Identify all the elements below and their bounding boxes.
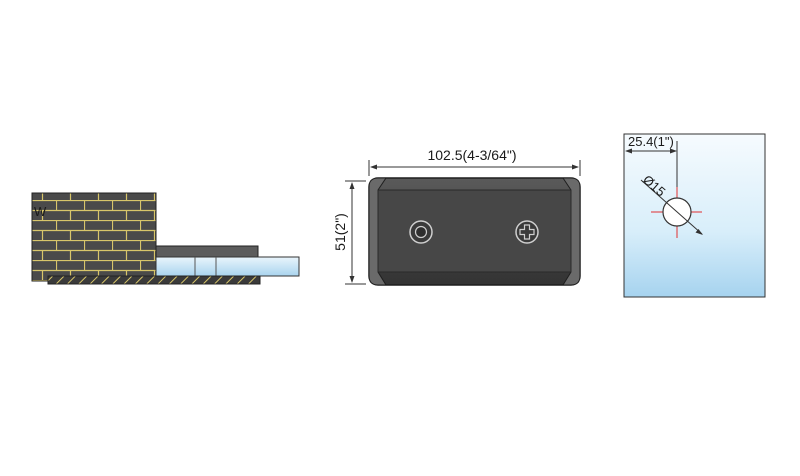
- hinge-bottom-plate: [47, 275, 261, 285]
- glass-detail: 25.4(1") Ø15: [623, 133, 766, 298]
- glass-pane: [623, 133, 766, 298]
- plate-face: [377, 189, 572, 273]
- diameter-leader: [640, 179, 703, 235]
- hinge-side-body: [155, 245, 259, 258]
- side-view: W: [31, 192, 300, 285]
- height-dimension-label: 51(2"): [332, 213, 348, 251]
- height-arrow-top: [349, 182, 355, 189]
- width-arrow-left: [370, 164, 377, 170]
- offset-dimension-label: 25.4(1"): [628, 134, 674, 149]
- screw-head-icon: [515, 220, 539, 244]
- front-view: 102.5(4-3/64") 51(2"): [332, 147, 581, 286]
- offset-arrow-left: [625, 148, 632, 154]
- wall-marker-label: W: [34, 204, 47, 219]
- hole-inner-icon: [414, 225, 428, 239]
- brick-wall: [31, 192, 157, 282]
- width-arrow-right: [572, 164, 579, 170]
- offset-arrow-right: [670, 148, 677, 154]
- glass-panel-side: [155, 256, 300, 277]
- phillips-cross-icon: [519, 224, 535, 240]
- width-dimension-label: 102.5(4-3/64"): [427, 147, 516, 163]
- height-arrow-bottom: [349, 276, 355, 283]
- diameter-arrow: [695, 229, 703, 235]
